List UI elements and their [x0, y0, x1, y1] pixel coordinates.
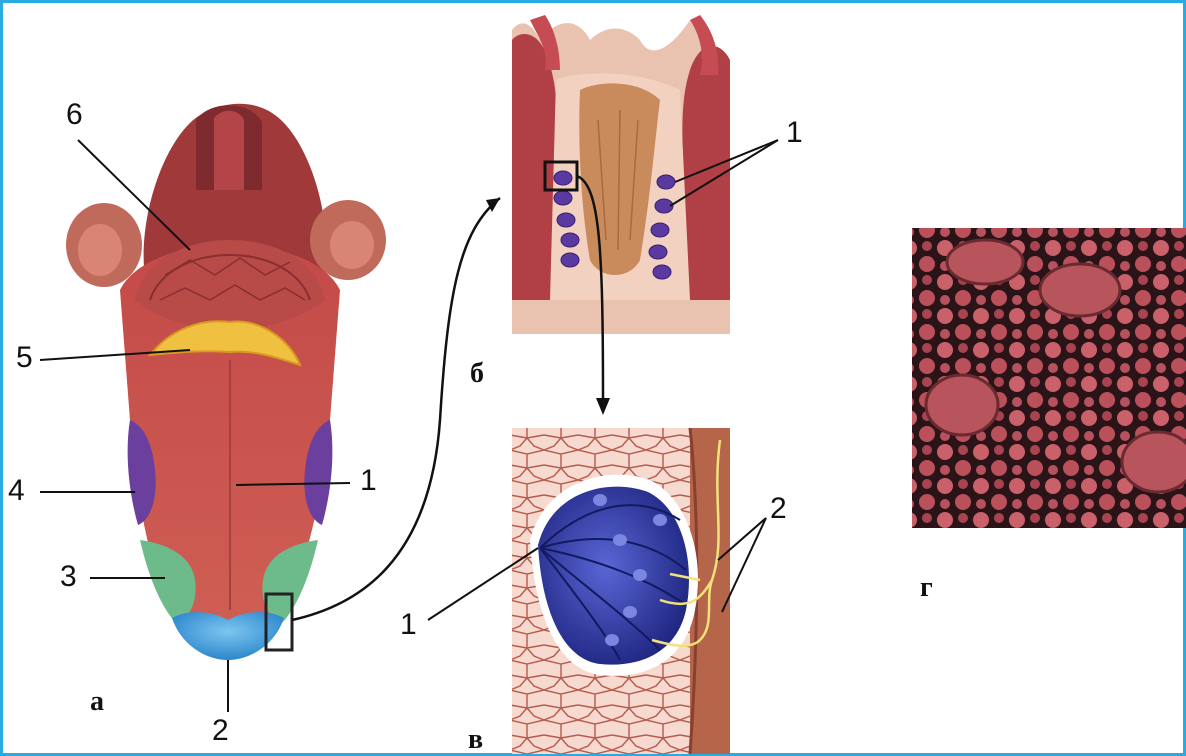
papilla-label-1: 1 — [786, 118, 803, 148]
panel-label-v: в — [468, 726, 483, 754]
tongue-label-4: 4 — [8, 476, 25, 506]
tongue-label-3: 3 — [60, 562, 77, 592]
tongue-diagram — [40, 104, 386, 712]
taste-bud-marker — [554, 171, 572, 185]
panel-label-g: г — [920, 574, 933, 602]
papilla-section — [512, 12, 778, 334]
taste-bud-section — [428, 428, 766, 754]
taste-bud-label-1: 1 — [400, 610, 417, 640]
taste-bud-label-2: 2 — [770, 494, 787, 524]
tongue-label-5: 5 — [16, 343, 33, 373]
micrograph — [912, 228, 1186, 528]
panel-label-a: а — [90, 688, 104, 716]
panel-label-b: б — [470, 360, 484, 388]
tongue-label-1: 1 — [360, 466, 377, 496]
tongue-label-6: 6 — [66, 100, 83, 130]
tongue-label-2: 2 — [212, 716, 229, 746]
